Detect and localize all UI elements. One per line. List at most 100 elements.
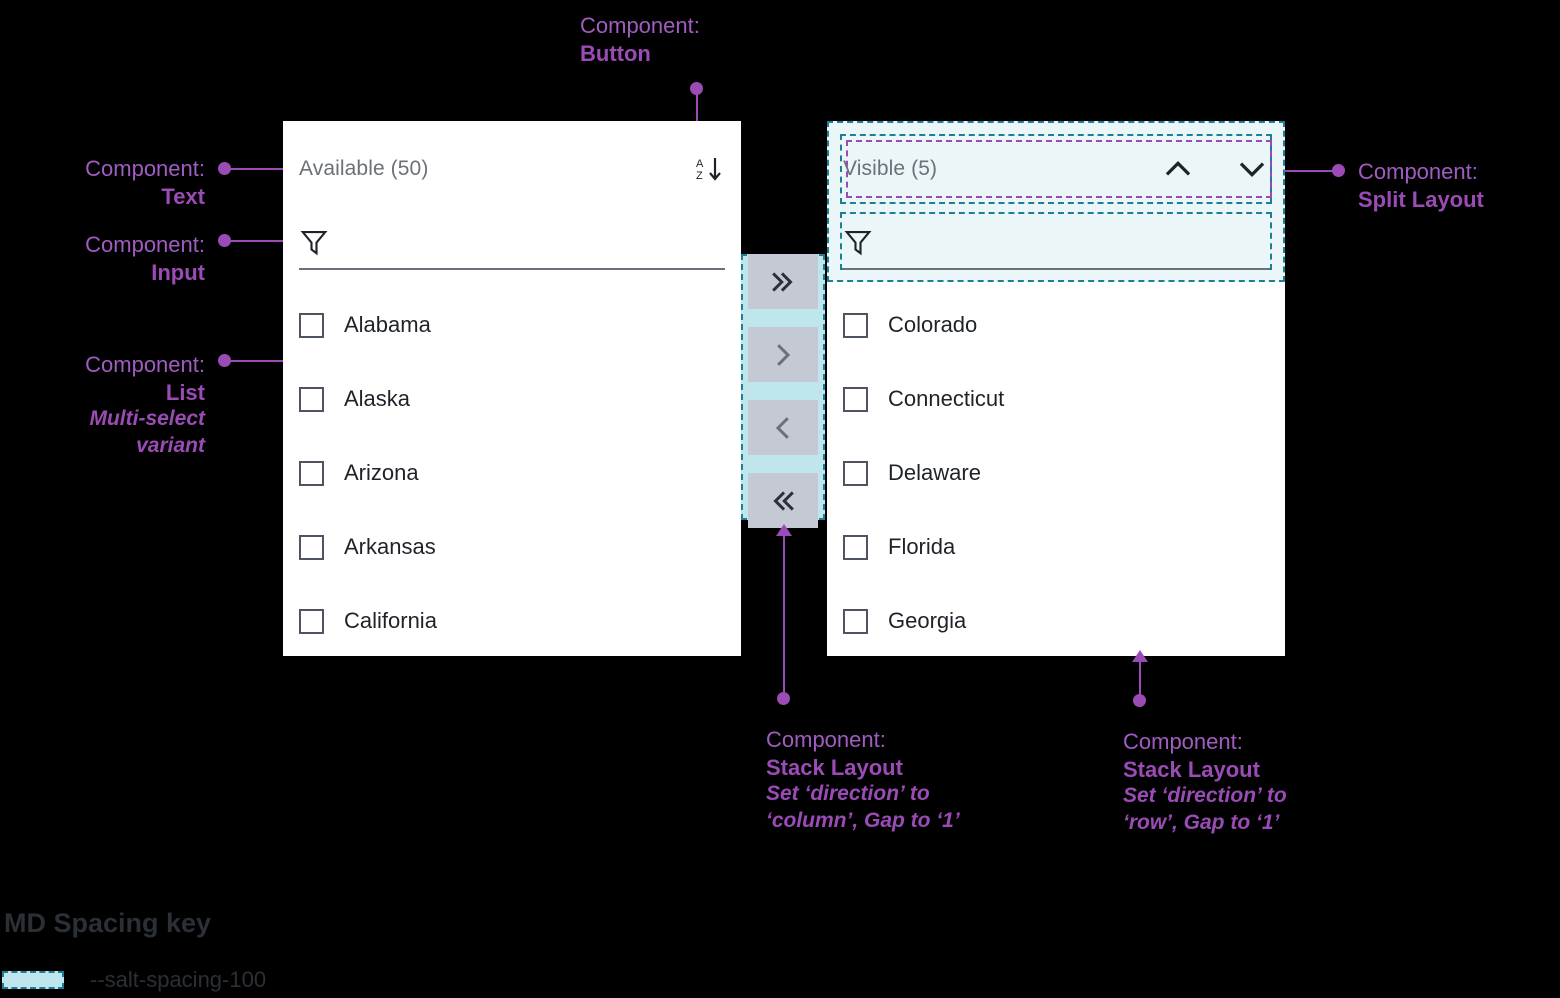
checkbox[interactable] bbox=[843, 608, 868, 634]
annotation-stack-row-note-1: Set ‘direction’ to bbox=[1123, 784, 1287, 808]
spacing-key-token: --salt-spacing-100 bbox=[90, 967, 267, 992]
spacing-key-title: MD Spacing key bbox=[4, 908, 212, 938]
annotation-text-name: Text bbox=[161, 183, 205, 209]
svg-text:A: A bbox=[696, 158, 704, 170]
list-item[interactable]: Alaska bbox=[299, 362, 725, 436]
available-list: Alabama Alaska Arizona Arkansas Californ… bbox=[299, 288, 725, 658]
annotation-split-layout-line bbox=[1283, 170, 1333, 172]
visible-filter-input[interactable] bbox=[843, 218, 1269, 266]
move-all-right-button[interactable] bbox=[748, 254, 818, 309]
sort-az-icon: A Z bbox=[696, 158, 721, 182]
checkbox[interactable] bbox=[843, 386, 868, 412]
annotation-list-name: List bbox=[165, 379, 205, 405]
list-item[interactable]: Florida bbox=[843, 510, 1269, 584]
move-right-button[interactable] bbox=[748, 327, 818, 382]
filter-funnel-icon bbox=[844, 230, 872, 256]
list-item-label: Georgia bbox=[888, 608, 967, 633]
annotation-stack-column-lead: Component: bbox=[766, 727, 886, 752]
chevron-right-icon bbox=[777, 343, 791, 366]
annotation-stack-row-dot bbox=[1133, 694, 1146, 707]
annotation-list-lead: Component: bbox=[85, 352, 205, 377]
annotation-list: Component: List Multi-select variant bbox=[0, 351, 205, 459]
annotation-input-line bbox=[224, 240, 288, 242]
checkbox[interactable] bbox=[299, 312, 324, 338]
visible-panel-header: Visible (5) bbox=[843, 148, 1269, 190]
available-filter-input[interactable] bbox=[299, 218, 725, 266]
list-item-label: California bbox=[344, 608, 437, 633]
annotation-input: Component: Input bbox=[0, 231, 205, 286]
annotation-list-note-2: variant bbox=[136, 433, 205, 457]
annotation-stack-row-lead: Component: bbox=[1123, 729, 1243, 754]
available-panel bbox=[283, 121, 741, 656]
svg-text:Z: Z bbox=[696, 170, 703, 182]
annotation-stack-column-note-2: ‘column’, Gap to ‘1’ bbox=[766, 808, 960, 832]
annotation-stack-row: Component: Stack Layout Set ‘direction’ … bbox=[1123, 728, 1287, 836]
list-item[interactable]: Georgia bbox=[843, 584, 1269, 658]
annotation-stack-column-line bbox=[783, 534, 785, 698]
annotation-stack-column-name: Stack Layout bbox=[766, 754, 903, 780]
list-item[interactable]: Connecticut bbox=[843, 362, 1269, 436]
annotation-text: Component: Text bbox=[0, 155, 205, 210]
visible-filter-underline bbox=[843, 268, 1269, 270]
list-item[interactable]: Colorado bbox=[843, 288, 1269, 362]
annotation-input-name: Input bbox=[151, 259, 205, 285]
annotation-split-layout: Component: Split Layout bbox=[1358, 158, 1484, 213]
visible-panel-actions bbox=[1161, 152, 1269, 186]
annotation-stack-row-arrowhead bbox=[1132, 650, 1148, 662]
move-up-button[interactable] bbox=[1161, 152, 1195, 186]
annotation-stack-column: Component: Stack Layout Set ‘direction’ … bbox=[766, 726, 960, 834]
visible-list: Colorado Connecticut Delaware Florida Ge… bbox=[843, 288, 1269, 658]
annotation-button-line bbox=[696, 88, 698, 128]
sort-az-button[interactable]: A Z bbox=[691, 152, 725, 186]
visible-panel-title: Visible (5) bbox=[843, 157, 938, 180]
checkbox[interactable] bbox=[843, 312, 868, 338]
annotation-input-lead: Component: bbox=[85, 232, 205, 257]
available-filter-underline bbox=[299, 268, 725, 270]
annotation-button-name: Button bbox=[580, 40, 651, 66]
list-item-label: Colorado bbox=[888, 312, 978, 337]
list-item[interactable]: Arizona bbox=[299, 436, 725, 510]
double-chevron-left-icon bbox=[773, 490, 794, 511]
list-item-label: Connecticut bbox=[888, 386, 1005, 411]
double-chevron-right-icon bbox=[772, 271, 793, 292]
annotation-split-layout-dot bbox=[1332, 164, 1345, 177]
transfer-button-stack bbox=[748, 254, 818, 528]
list-item-label: Alaska bbox=[344, 386, 411, 411]
available-panel-header: Available (50) A Z bbox=[299, 148, 725, 190]
available-panel-actions: A Z bbox=[691, 152, 725, 186]
list-item-label: Arizona bbox=[344, 460, 419, 485]
list-item-label: Alabama bbox=[344, 312, 431, 337]
list-item[interactable]: Delaware bbox=[843, 436, 1269, 510]
spacing-key-swatch bbox=[2, 971, 64, 989]
spacing-split-layout-accent bbox=[846, 140, 1272, 198]
checkbox[interactable] bbox=[843, 534, 868, 560]
chevron-left-icon bbox=[775, 416, 789, 439]
list-item-label: Florida bbox=[888, 534, 956, 559]
annotation-text-lead: Component: bbox=[85, 156, 205, 181]
list-item[interactable]: California bbox=[299, 584, 725, 658]
chevron-up-icon bbox=[1165, 161, 1191, 176]
annotation-button: Component: Button bbox=[580, 12, 700, 67]
checkbox[interactable] bbox=[299, 386, 324, 412]
checkbox[interactable] bbox=[843, 460, 868, 486]
list-item[interactable]: Alabama bbox=[299, 288, 725, 362]
annotation-list-line bbox=[224, 360, 296, 362]
checkbox[interactable] bbox=[299, 460, 324, 486]
annotation-split-layout-name: Split Layout bbox=[1358, 186, 1484, 212]
annotation-stack-row-line bbox=[1139, 660, 1141, 698]
move-down-button[interactable] bbox=[1235, 152, 1269, 186]
checkbox[interactable] bbox=[299, 608, 324, 634]
list-item[interactable]: Arkansas bbox=[299, 510, 725, 584]
spacing-split-layout-outer bbox=[827, 121, 1285, 282]
move-all-left-button[interactable] bbox=[748, 473, 818, 528]
annotation-text-line bbox=[224, 168, 288, 170]
annotation-stack-column-dot bbox=[777, 692, 790, 705]
chevron-down-icon bbox=[1239, 162, 1265, 177]
move-left-button[interactable] bbox=[748, 400, 818, 455]
list-item-label: Delaware bbox=[888, 460, 981, 485]
annotation-stack-row-name: Stack Layout bbox=[1123, 756, 1260, 782]
available-panel-title: Available (50) bbox=[299, 157, 429, 180]
annotation-stack-column-arrowhead bbox=[776, 524, 792, 536]
checkbox[interactable] bbox=[299, 534, 324, 560]
